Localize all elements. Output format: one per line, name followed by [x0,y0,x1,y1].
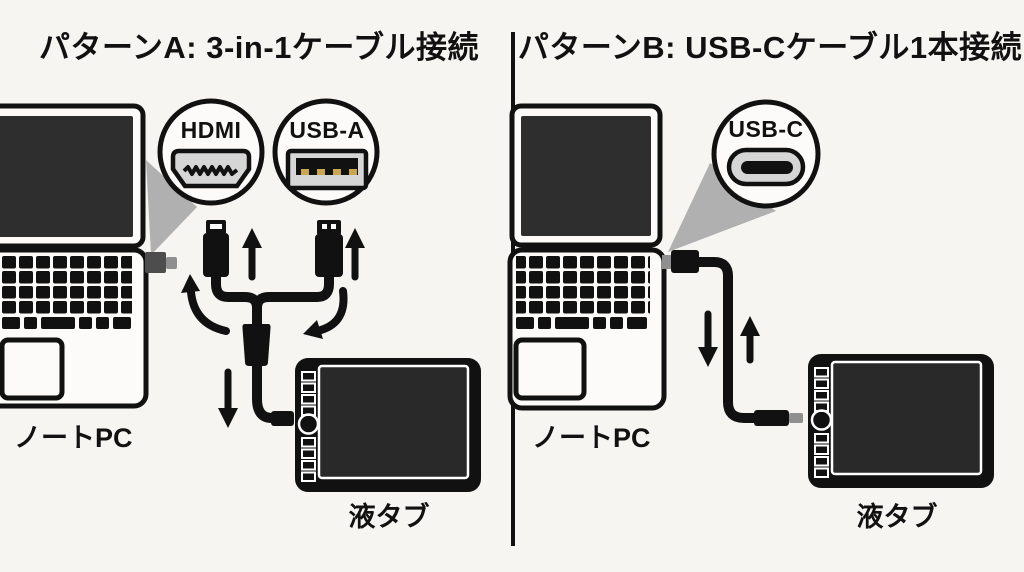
tablet-b-express-keys [810,367,833,478]
panel-a-title: パターンA: 3-in-1ケーブル接続 [38,30,480,65]
tablet-connector-b [754,410,803,426]
magnifier-wedge-b [668,163,776,252]
tablet-a-label: 液タブ [348,502,430,532]
usbc-label: USB-C [728,116,804,142]
tablet-a-dial [297,413,320,435]
laptop-b-trackpad [513,337,587,401]
tablet-a-express-keys [297,371,320,482]
hdmi-connector [203,220,229,277]
laptop-a-screen [0,116,133,237]
laptop-a-keyboard-bottom-row [2,317,131,329]
cable-splitter [242,324,271,366]
tablet-a [295,358,481,492]
laptop-b [507,103,667,411]
cable-usbc [662,250,803,426]
up-arrow-hdmi [242,228,262,281]
laptop-a [0,103,149,409]
up-arrow-usba [345,228,365,281]
usbc-callout-circle [711,99,821,209]
laptop-b-port-plug [662,250,699,273]
usbc-port-icon [726,147,806,187]
cable-3in1 [203,220,343,426]
laptop-a-keyboard [0,256,132,316]
rotate-arrow-right [303,287,348,339]
laptop-a-trackpad [0,337,65,401]
tablet-a-screen [317,364,470,480]
hdmi-port-icon [170,148,252,189]
panel-b-title: パターンB: USB-Cケーブル1本接続 [517,30,1023,65]
laptop-b-screen [521,116,651,236]
laptop-a-label: ノートPC [14,423,133,453]
laptop-a-port-plug [145,252,177,273]
usba-label: USB-A [289,117,365,143]
tablet-connector-a [271,411,294,426]
laptop-b-label: ノートPC [532,423,651,453]
hdmi-callout-circle [157,98,265,206]
hdmi-label: HDMI [180,117,242,143]
usba-callout-circle [272,98,380,206]
tablet-b-dial [810,409,833,431]
tablet-b-screen [830,360,983,476]
rotate-arrow-left [181,274,230,335]
usba-port-icon [285,148,369,191]
tablet-b [808,354,994,488]
laptop-b-keyboard-bottom-row [516,317,647,329]
tablet-b-label: 液タブ [856,502,938,532]
magnifier-wedge-a [146,160,197,255]
usba-connector [315,220,343,277]
down-arrow-a [218,368,238,428]
up-arrow-b [740,316,760,364]
laptop-b-keyboard [516,256,650,316]
down-arrow-b [698,310,718,367]
